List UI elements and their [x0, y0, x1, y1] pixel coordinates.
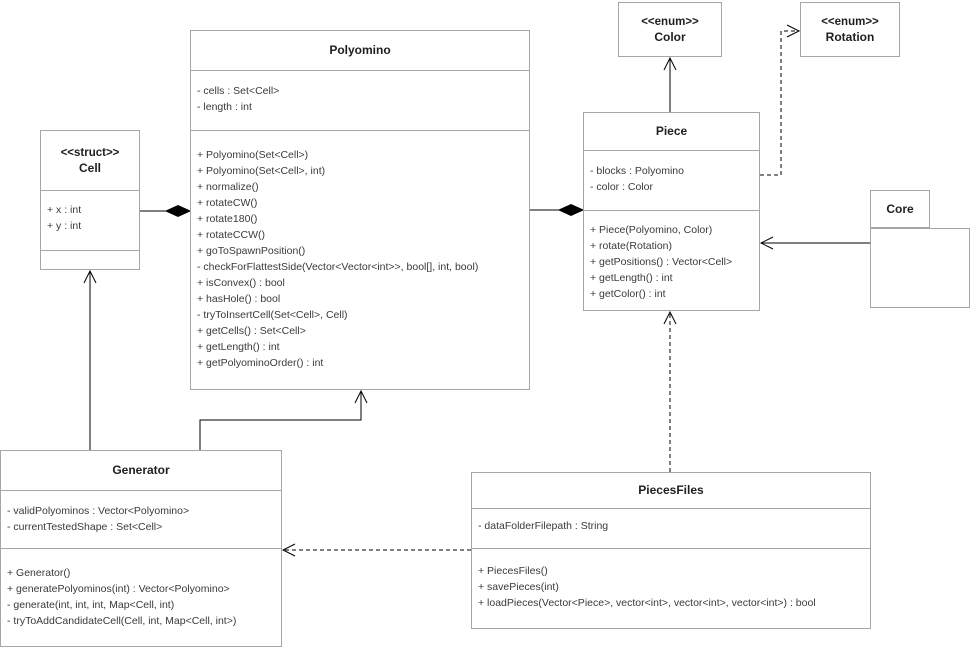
association-generator-cell	[83, 269, 97, 450]
method: + getPositions() : Vector<Cell>	[590, 256, 733, 268]
stereotype: <<enum>>	[821, 15, 879, 28]
method: + rotateCW()	[197, 197, 258, 209]
attribute: - color : Color	[590, 181, 654, 193]
method: + isConvex() : bool	[197, 277, 285, 289]
attribute: - length : int	[197, 101, 252, 113]
method: + rotate180()	[197, 213, 258, 225]
class-piecesfiles-methods: + PiecesFiles() + savePieces(int) + loadPi…	[472, 549, 870, 628]
attribute: - dataFolderFilepath : String	[478, 520, 609, 532]
enum-color-title: <<enum>> Color	[619, 3, 721, 56]
method: + hasHole() : bool	[197, 293, 281, 305]
attribute: + x : int	[47, 204, 82, 216]
class-name: PiecesFiles	[638, 483, 704, 497]
method: + getPolyominoOrder() : int	[197, 357, 324, 369]
method: + Piece(Polyomino, Color)	[590, 224, 713, 236]
class-name: Polyomino	[329, 43, 391, 57]
method: + rotateCCW()	[197, 229, 265, 241]
class-name: Cell	[78, 160, 101, 175]
class-name: Color	[654, 29, 686, 44]
enum-rotation-title: <<enum>> Rotation	[801, 3, 899, 56]
method: + getLength() : int	[590, 272, 673, 284]
dependency-piecesfiles-piece	[663, 310, 677, 472]
class-name: Rotation	[825, 29, 875, 44]
class-cell-methods-empty	[41, 251, 139, 269]
enum-rotation: <<enum>> Rotation	[800, 2, 900, 57]
stereotype: <<struct>>	[60, 146, 120, 159]
method: + generatePolyominos(int) : Vector<Polyo…	[7, 583, 230, 595]
attribute: - blocks : Polyomino	[590, 165, 684, 177]
class-piece: Piece - blocks : Polyomino - color : Colo…	[583, 112, 760, 311]
method: - generate(int, int, int, Map<Cell, int)	[7, 599, 175, 611]
package-core-body	[870, 228, 970, 308]
class-generator: Generator - validPolyominos : Vector<Pol…	[0, 450, 282, 647]
association-core-piece	[759, 236, 870, 250]
stereotype: <<enum>>	[641, 15, 699, 28]
class-piecesfiles: PiecesFiles - dataFolderFilepath : Strin…	[471, 472, 871, 629]
dependency-piecesfiles-generator	[281, 543, 471, 557]
attribute: - cells : Set<Cell>	[197, 85, 280, 97]
package-name: Core	[886, 202, 914, 216]
method: + Polyomino(Set<Cell>, int)	[197, 165, 326, 177]
method: + rotate(Rotation)	[590, 240, 673, 252]
method: + goToSpawnPosition()	[197, 245, 306, 257]
class-piece-title: Piece	[584, 113, 759, 151]
class-generator-methods: + Generator() + generatePolyominos(int) :…	[1, 549, 281, 646]
attribute: + y : int	[47, 220, 82, 232]
enum-color: <<enum>> Color	[618, 2, 722, 57]
association-generator-polyomino	[199, 389, 368, 450]
method: - tryToAddCandidateCell(Cell, int, Map<C…	[7, 615, 237, 627]
class-piecesfiles-title: PiecesFiles	[472, 473, 870, 509]
method: - tryToInsertCell(Set<Cell>, Cell)	[197, 309, 348, 321]
composition-polyomino-piece	[530, 203, 585, 217]
class-polyomino-attributes: - cells : Set<Cell> - length : int	[191, 71, 529, 131]
method: + loadPieces(Vector<Piece>, vector<int>,…	[478, 597, 816, 609]
class-polyomino: Polyomino - cells : Set<Cell> - length : …	[190, 30, 530, 390]
class-generator-attributes: - validPolyominos : Vector<Polyomino> - c…	[1, 491, 281, 549]
composition-cell-polyomino	[140, 204, 192, 218]
method: + normalize()	[197, 181, 259, 193]
attribute: - validPolyominos : Vector<Polyomino>	[7, 505, 190, 517]
class-name: Piece	[655, 124, 688, 138]
method: + getLength() : int	[197, 341, 280, 353]
method: + Generator()	[7, 567, 71, 579]
attribute: - currentTestedShape : Set<Cell>	[7, 521, 163, 533]
method: - checkForFlattestSide(Vector<Vector<int…	[197, 261, 479, 273]
class-polyomino-title: Polyomino	[191, 31, 529, 71]
association-piece-color	[663, 56, 677, 112]
method: + getColor() : int	[590, 288, 666, 300]
class-cell-attributes: + x : int + y : int	[41, 191, 139, 251]
class-polyomino-methods: + Polyomino(Set<Cell>) + Polyomino(Set<Ce…	[191, 131, 529, 389]
method: + PiecesFiles()	[478, 565, 548, 577]
dependency-piece-rotation	[760, 24, 801, 176]
class-piecesfiles-attributes: - dataFolderFilepath : String	[472, 509, 870, 549]
class-cell: <<struct>> Cell + x : int + y : int	[40, 130, 140, 270]
method: + Polyomino(Set<Cell>)	[197, 149, 309, 161]
class-cell-title: <<struct>> Cell	[41, 131, 139, 191]
class-generator-title: Generator	[1, 451, 281, 491]
method: + getCells() : Set<Cell>	[197, 325, 306, 337]
class-piece-methods: + Piece(Polyomino, Color) + rotate(Rotati…	[584, 211, 759, 310]
package-core-tab: Core	[870, 190, 930, 228]
method: + savePieces(int)	[478, 581, 559, 593]
class-name: Generator	[112, 463, 170, 477]
class-piece-attributes: - blocks : Polyomino - color : Color	[584, 151, 759, 211]
